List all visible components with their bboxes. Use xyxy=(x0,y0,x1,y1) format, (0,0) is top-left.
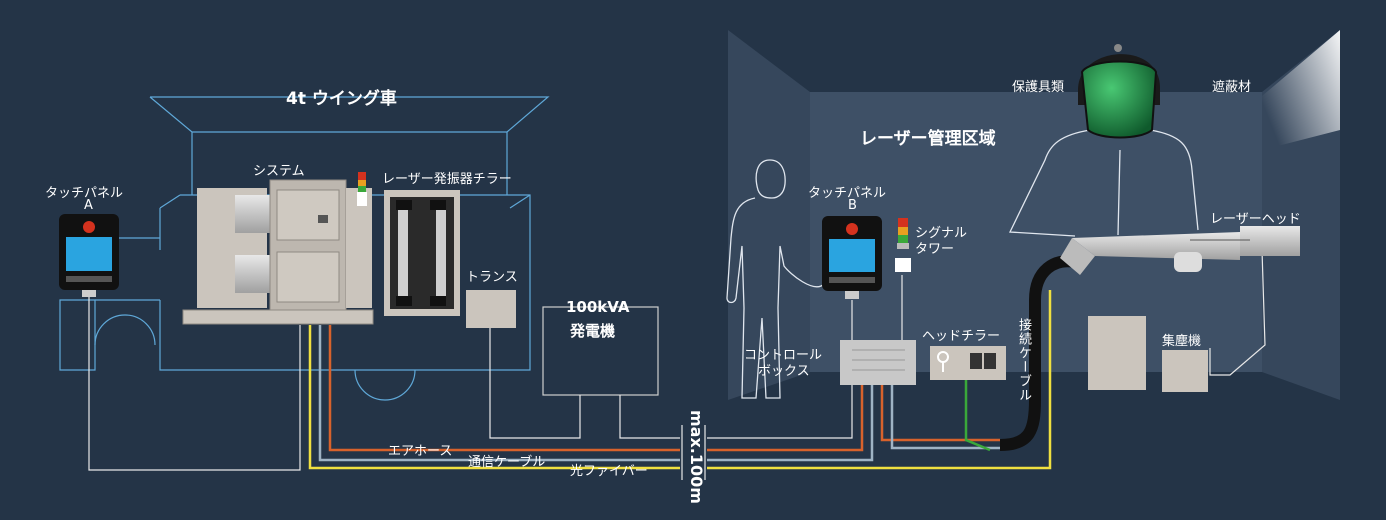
transformer-box xyxy=(466,290,516,328)
dust-collector-label: 集塵機 xyxy=(1162,334,1202,349)
control-box xyxy=(840,340,916,385)
control-box-label-2: ボックス xyxy=(758,364,810,379)
generator-capacity-label: 100kVA xyxy=(566,298,630,316)
optical-fiber-label: 光ファイバー xyxy=(570,464,648,479)
generator-label: 発電機 xyxy=(570,322,616,340)
touch-panel-b-label: タッチパネル xyxy=(808,186,887,201)
touch-panel-a-label: タッチパネル xyxy=(45,186,124,201)
signal-tower-label-1: シグナル xyxy=(915,226,968,241)
max-distance-label: max.100m xyxy=(687,410,706,504)
distance-break xyxy=(681,425,706,480)
laser-chiller-label: レーザー発振器チラー xyxy=(382,172,512,187)
person-outline-icon xyxy=(726,159,825,399)
air-hose-label: エアホース xyxy=(388,444,453,459)
laser-head-icon xyxy=(1060,226,1300,275)
transformer-label: トランス xyxy=(466,270,518,285)
head-chiller-label: ヘッドチラー xyxy=(922,329,1001,344)
touch-panel-icon xyxy=(59,214,119,297)
protective-gear-label: 保護具類 xyxy=(1012,80,1065,95)
dust-collector-large xyxy=(1088,316,1146,390)
system-machine xyxy=(182,172,374,325)
dust-collector-small xyxy=(1162,350,1208,392)
generator-box xyxy=(542,306,659,396)
touch-panel-icon-b xyxy=(822,216,882,299)
operator-outline xyxy=(1008,129,1199,237)
laser-area-label: レーザー管理区域 xyxy=(860,129,996,149)
laser-head-label: レーザーヘッド xyxy=(1210,212,1301,227)
shield-label: 遮蔽材 xyxy=(1212,80,1252,95)
connection-cable xyxy=(999,255,1077,451)
laser-chiller-machine xyxy=(384,190,460,316)
system-label: システム xyxy=(253,164,305,179)
laser-area-room xyxy=(728,30,1340,400)
light-beam-icon xyxy=(1262,30,1340,150)
signal-tower-icon xyxy=(895,218,911,272)
power-lines xyxy=(88,249,1266,471)
cables xyxy=(308,290,1052,470)
control-box-label-1: コントロール xyxy=(744,348,823,363)
connection-cable-label: 接続ケーブル xyxy=(1016,318,1031,402)
comm-cable-label: 通信ケーブル xyxy=(468,455,546,470)
touch-panel-a-id: A xyxy=(84,198,93,213)
helmet-icon xyxy=(1078,44,1160,139)
truck-label: 4t ウイング車 xyxy=(286,89,397,109)
signal-tower-label-2: タワー xyxy=(915,242,955,257)
head-chiller xyxy=(930,346,1006,380)
touch-panel-b-id: B xyxy=(848,198,857,213)
